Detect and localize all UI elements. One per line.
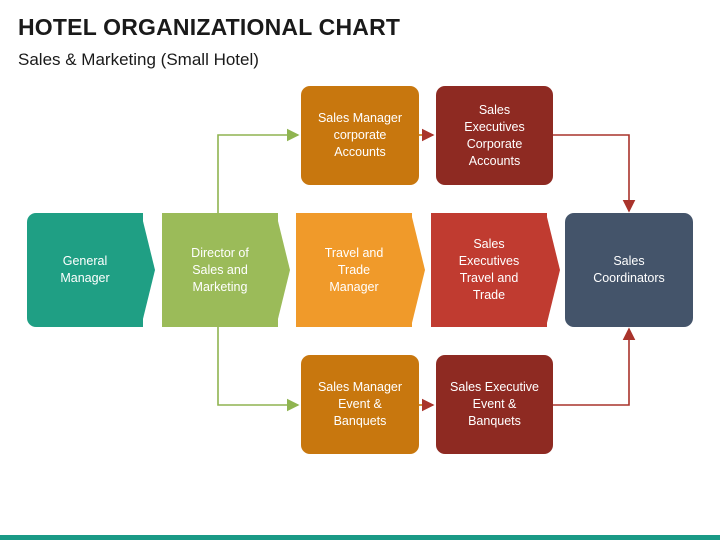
node-sales-exec-travel: Sales Executives Travel and Trade (431, 213, 547, 327)
page-title: HOTEL ORGANIZATIONAL CHART (18, 14, 401, 40)
node-sales-coordinators-label: Sales Coordinators (593, 254, 665, 285)
node-sales-manager-corporate-label: Sales Manager corporate Accounts (317, 111, 403, 159)
chevron-general-manager (141, 213, 155, 327)
node-sales-manager-event: Sales Manager Event & Banquets (301, 355, 419, 454)
chevron-travel-manager (411, 213, 425, 327)
chevron-director (276, 213, 290, 327)
node-sales-exec-corporate: Sales Executives Corporate Accounts (436, 86, 553, 185)
node-general-manager: General Manager (27, 213, 143, 327)
node-travel-trade-manager-label: Travel and Trade Manager (324, 245, 384, 294)
node-sales-exec-travel-label: Sales Executives Travel and Trade (458, 237, 520, 302)
node-sales-manager-event-label: Sales Manager Event & Banquets (317, 380, 403, 428)
connector-director-to-event (217, 327, 300, 412)
node-director: Director of Sales and Marketing (162, 213, 278, 327)
node-sales-coordinators: Sales Coordinators (565, 213, 693, 327)
footer-bar (0, 535, 720, 540)
page-subtitle: Sales & Marketing (Small Hotel) (18, 50, 259, 69)
node-travel-trade-manager: Travel and Trade Manager (296, 213, 412, 327)
node-director-label: Director of Sales and Marketing (191, 245, 249, 294)
node-general-manager-label: General Manager (60, 254, 110, 285)
connector-corporate-exec-to-coordinators (553, 134, 636, 213)
connector-event-exec-to-coordinators (553, 327, 636, 406)
connector-director-to-corporate (217, 128, 300, 213)
node-sales-exec-corporate-label: Sales Executives Corporate Accounts (464, 102, 525, 168)
node-sales-manager-corporate: Sales Manager corporate Accounts (301, 86, 419, 185)
node-sales-exec-event: Sales Executive Event & Banquets (436, 355, 553, 454)
chevron-travel-exec (546, 213, 560, 327)
node-sales-exec-event-label: Sales Executive Event & Banquets (450, 380, 539, 428)
